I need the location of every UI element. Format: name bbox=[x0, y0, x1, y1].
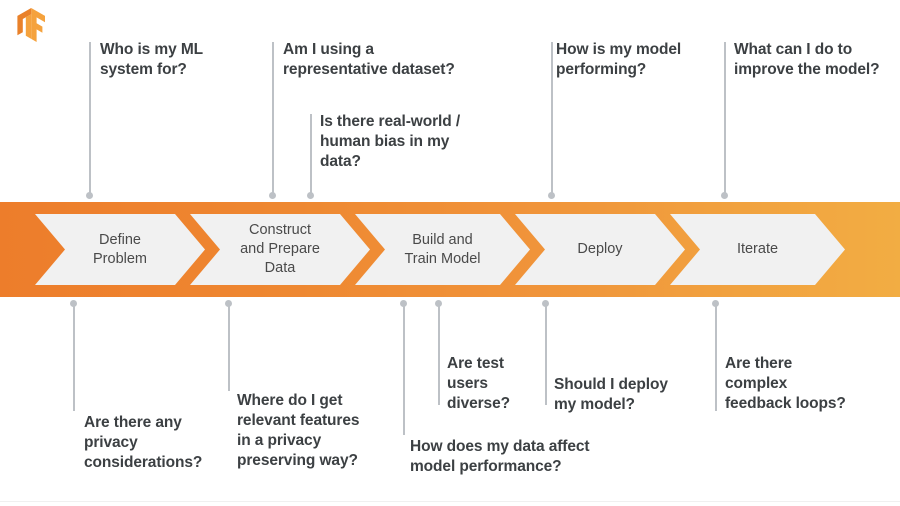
connector-line-bottom-4 bbox=[435, 299, 443, 405]
footer-divider bbox=[0, 501, 900, 502]
connector-line-top-4 bbox=[548, 42, 556, 199]
tensorflow-logo bbox=[17, 8, 45, 42]
connector-dot bbox=[542, 299, 550, 307]
stage-label: Iterate bbox=[736, 241, 779, 257]
connector-dot bbox=[400, 299, 408, 307]
connector-line-bottom-2 bbox=[225, 299, 233, 391]
connector-line-bottom-3 bbox=[400, 299, 408, 435]
connector-dot bbox=[269, 191, 277, 199]
stage-deploy[interactable]: Deploy bbox=[515, 214, 685, 285]
connector-dot bbox=[307, 191, 315, 199]
connector-dot bbox=[225, 299, 233, 307]
connector-dot bbox=[721, 191, 729, 199]
connector-dot bbox=[712, 299, 720, 307]
connector-dot bbox=[86, 191, 94, 199]
connector-line-top-2 bbox=[269, 42, 277, 199]
connector-line-top-5 bbox=[721, 42, 729, 199]
stage-label: Deploy bbox=[577, 241, 623, 257]
connector-line-bottom-6 bbox=[712, 299, 720, 411]
connector-line-bottom-1 bbox=[70, 299, 78, 411]
stage-iterate[interactable]: Iterate bbox=[670, 214, 845, 285]
connector-dot bbox=[548, 191, 556, 199]
connector-dot bbox=[435, 299, 443, 307]
connector-line-top-1 bbox=[86, 42, 94, 199]
connector-line-top-3 bbox=[307, 114, 315, 199]
connector-dot bbox=[70, 299, 78, 307]
connector-line-bottom-5 bbox=[542, 299, 550, 405]
